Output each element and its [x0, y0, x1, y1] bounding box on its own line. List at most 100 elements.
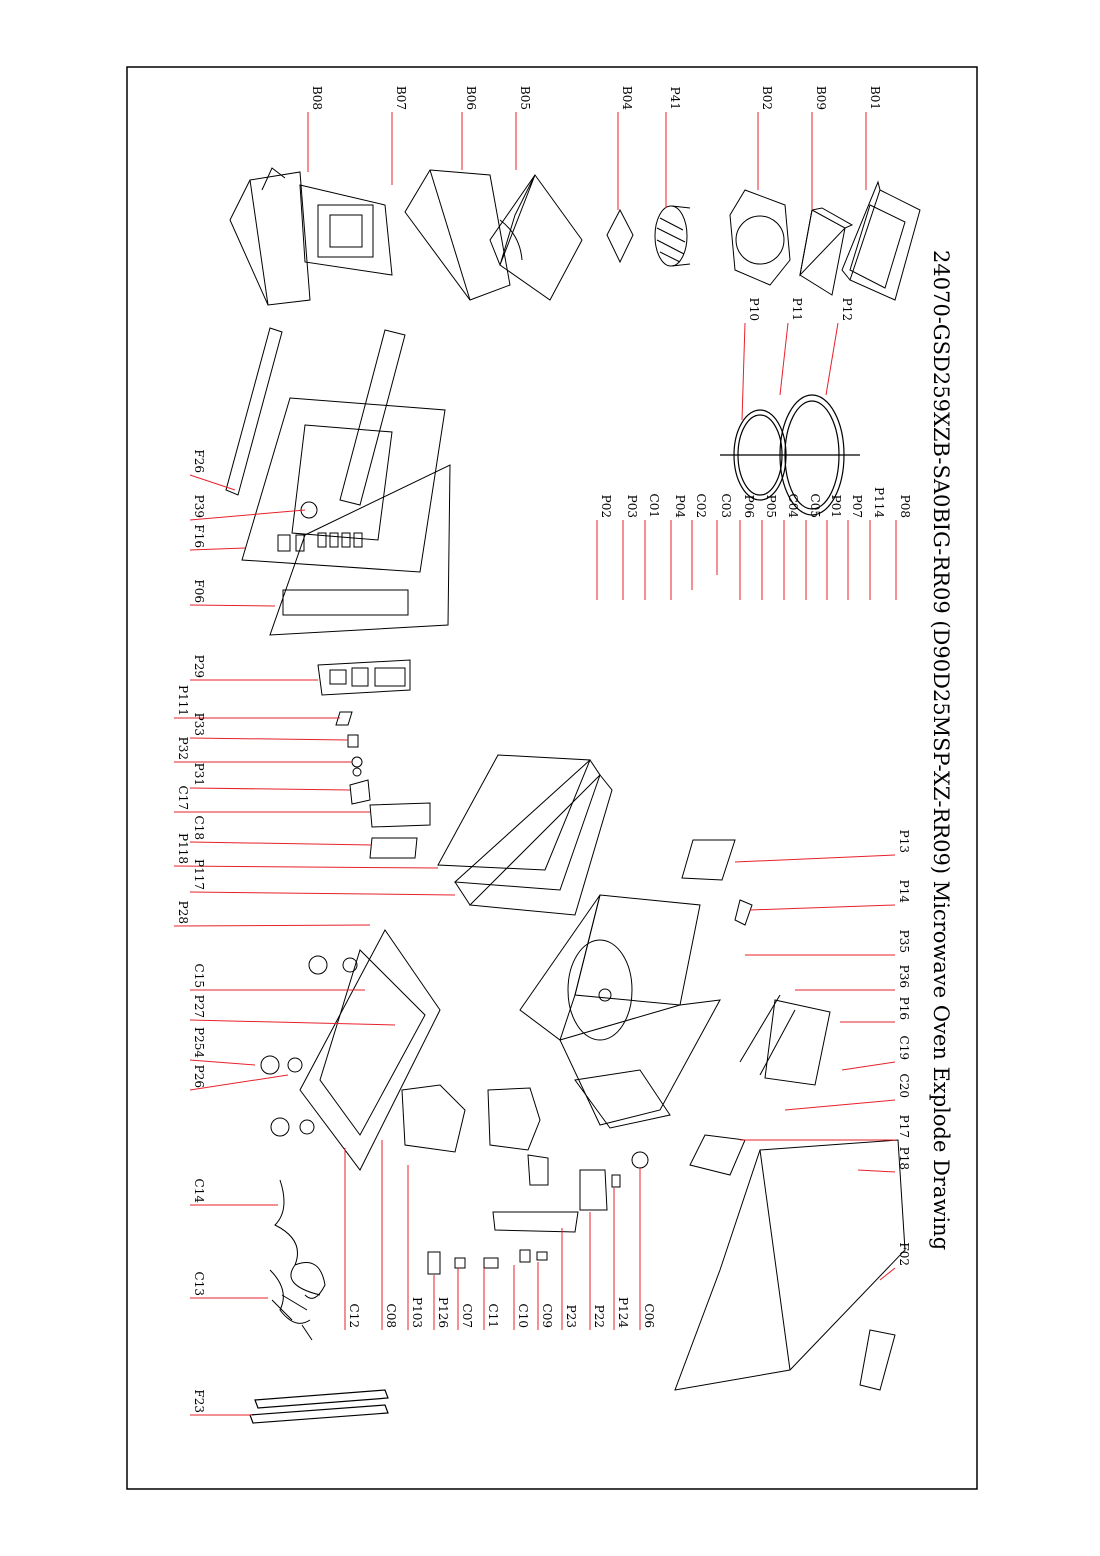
callout-c08: C08 — [384, 1304, 398, 1328]
callout-p33: P33 — [192, 713, 206, 736]
callout-c04: C04 — [786, 494, 800, 519]
callout-p16: P16 — [897, 997, 911, 1020]
callout-c14: C14 — [192, 1179, 206, 1204]
callout-p18: P18 — [897, 1147, 911, 1170]
callout-c17: C17 — [176, 786, 190, 810]
leader-f06 — [189, 604, 276, 607]
cavity-assembly — [519, 894, 721, 1129]
feet-rails — [249, 1389, 389, 1424]
callout-b05: B05 — [518, 86, 532, 110]
callout-p28: P28 — [176, 901, 190, 924]
leader-c20 — [784, 1099, 896, 1111]
callout-p124: P124 — [616, 1297, 630, 1328]
callout-c11: C11 — [486, 1304, 500, 1328]
bottom-small-parts — [427, 1151, 649, 1275]
turntable-rings — [720, 394, 860, 516]
leader-c18 — [189, 841, 373, 846]
callout-p32: P32 — [176, 737, 190, 760]
callout-c15: C15 — [192, 964, 206, 988]
leader-p31 — [189, 787, 351, 791]
leader-p13 — [734, 854, 896, 863]
callout-p08: P08 — [898, 495, 912, 518]
callout-p11: P11 — [790, 298, 804, 321]
callout-c09: C09 — [540, 1304, 554, 1328]
callouts-layer: B01B09B02P41B04B05B06B07B08P12P11P10P08P… — [173, 86, 912, 1416]
callout-p35: P35 — [897, 930, 911, 953]
door-keypad — [277, 532, 363, 552]
callout-c19: C19 — [897, 1036, 911, 1060]
leader-c19 — [841, 1061, 896, 1071]
callout-c05: C05 — [808, 494, 822, 518]
drawing-title: 24070-GSD259XZB-SA0BIG-RR09 (D90D25MSP-X… — [929, 250, 953, 1250]
control-parts — [317, 659, 431, 859]
callout-f23: F23 — [192, 1389, 206, 1413]
callout-b09: B09 — [814, 86, 828, 110]
leader-p254 — [189, 1059, 256, 1066]
callout-c01: C01 — [647, 494, 661, 518]
callout-f16: F16 — [192, 524, 206, 548]
outer-case — [674, 839, 906, 1391]
callout-p05: P05 — [764, 495, 778, 518]
packaging-parts — [229, 167, 921, 306]
callout-p06: P06 — [742, 495, 756, 518]
leader-p10 — [741, 322, 746, 421]
callout-p13: P13 — [897, 830, 911, 853]
leader-p11 — [779, 322, 789, 396]
callout-c07: C07 — [460, 1304, 474, 1328]
leader-f16 — [189, 547, 246, 551]
cord-harness — [269, 1179, 326, 1341]
callout-p27: P27 — [192, 995, 206, 1018]
leader-f26 — [189, 474, 236, 491]
callout-p126: P126 — [436, 1297, 450, 1328]
leader-p33 — [189, 737, 349, 741]
callout-p10: P10 — [747, 298, 761, 321]
callout-p26: P26 — [192, 1065, 206, 1088]
callout-p118: P118 — [176, 833, 190, 864]
callout-p41: P41 — [668, 87, 682, 110]
callout-p04: P04 — [673, 495, 687, 519]
callout-p22: P22 — [592, 1305, 606, 1328]
callout-c13: C13 — [192, 1272, 206, 1296]
callout-c03: C03 — [719, 494, 733, 518]
callout-p29: P29 — [192, 655, 206, 678]
callout-p254: P254 — [192, 1027, 206, 1058]
callout-p03: P03 — [625, 495, 639, 518]
callout-p02: P02 — [599, 495, 613, 518]
callout-p36: P36 — [897, 965, 911, 988]
leader-p39 — [189, 509, 306, 521]
callout-f26: F26 — [192, 449, 206, 473]
callout-b06: B06 — [464, 86, 478, 110]
leader-p18 — [857, 1169, 896, 1173]
callout-b01: B01 — [868, 86, 882, 110]
callout-p01: P01 — [829, 495, 843, 518]
leader-p14 — [749, 904, 896, 911]
callout-b04: B04 — [620, 86, 634, 110]
callout-c20: C20 — [897, 1074, 911, 1098]
callout-c12: C12 — [347, 1304, 361, 1328]
callout-p114: P114 — [872, 487, 886, 518]
callout-b08: B08 — [310, 86, 324, 110]
callout-b02: B02 — [760, 86, 774, 110]
callout-c10: C10 — [516, 1304, 530, 1328]
callout-p117: P117 — [192, 859, 206, 890]
callout-p17: P17 — [897, 1115, 911, 1138]
leader-p28 — [173, 924, 371, 927]
transformer-magnetron — [401, 1084, 541, 1153]
callout-p07: P07 — [850, 495, 864, 518]
leader-f02 — [879, 1267, 896, 1281]
callout-c18: C18 — [192, 816, 206, 840]
callout-p39: P39 — [192, 495, 206, 518]
door-assembly — [225, 327, 451, 636]
leader-p26 — [189, 1074, 289, 1091]
callout-f06: F06 — [192, 579, 206, 603]
leader-p12 — [825, 322, 839, 396]
leader-p27 — [189, 1019, 396, 1026]
door-frame — [437, 754, 613, 916]
callout-p31: P31 — [192, 763, 206, 786]
callout-p111: P111 — [176, 685, 190, 716]
drawing-frame — [126, 66, 978, 1490]
callout-p23: P23 — [564, 1305, 578, 1328]
callout-p14: P14 — [897, 880, 911, 904]
base-plate — [260, 929, 441, 1171]
